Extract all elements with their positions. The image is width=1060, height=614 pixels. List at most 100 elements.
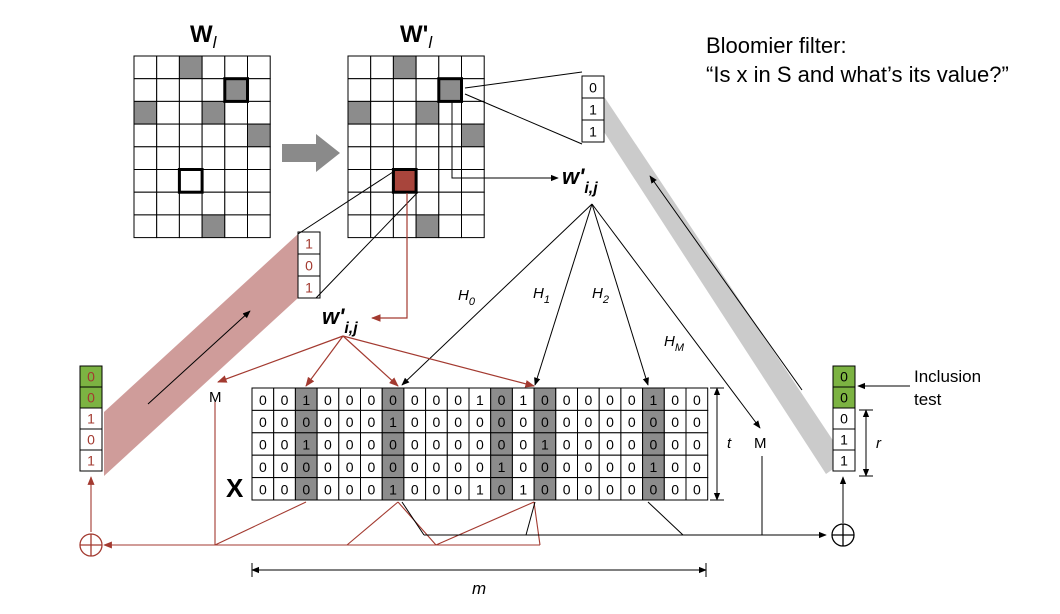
table-x-value: 0 (498, 414, 506, 430)
table-x-value: 0 (671, 414, 679, 430)
hm-label: HM (664, 333, 685, 354)
stack-value: 1 (87, 453, 95, 469)
matrix-cell (415, 55, 440, 80)
matrix-cell (438, 214, 462, 239)
matrix-cell (438, 55, 462, 80)
matrix-cell (156, 169, 180, 193)
stack-value: 0 (87, 369, 95, 385)
w-left-label: Wl (190, 21, 218, 52)
table-x-value: 0 (606, 437, 614, 453)
table-x-value: 0 (367, 481, 375, 497)
table-x-value: 0 (693, 414, 701, 430)
matrix-cell (247, 100, 271, 125)
table-x-value: 0 (346, 459, 354, 475)
title-line-2: “Is x in S and what’s its value?” (706, 62, 1009, 87)
matrix-cell (247, 214, 271, 239)
table-x-value: 0 (411, 481, 419, 497)
r-label: r (876, 435, 882, 452)
table-x-value: 0 (519, 414, 527, 430)
matrix-w-prime (347, 55, 485, 239)
table-x-value: 1 (476, 392, 484, 408)
matrix-cell (392, 55, 417, 80)
matrix-cell (247, 146, 271, 171)
table-x-value: 0 (302, 481, 310, 497)
matrix-cell (461, 123, 485, 148)
inclusion-line-2: test (914, 390, 942, 409)
table-x-value: 0 (650, 414, 658, 430)
matrix-cell (415, 100, 440, 125)
table-x-value: 0 (281, 414, 289, 430)
matrix-cell (461, 55, 485, 80)
table-x-value: 0 (454, 437, 462, 453)
table-x-value: 0 (259, 392, 267, 408)
matrix-cell (247, 169, 271, 193)
table-x-value: 0 (454, 459, 462, 475)
table-x-value: 0 (541, 459, 549, 475)
stack-value: 1 (305, 235, 313, 251)
line-red-to-stack-top (297, 169, 397, 235)
table-x-value: 0 (671, 459, 679, 475)
table-x-value: 0 (281, 459, 289, 475)
table-x-value: 0 (498, 437, 506, 453)
stack-value: 0 (87, 390, 95, 406)
table-x-value: 0 (411, 459, 419, 475)
matrix-cell (224, 55, 249, 80)
matrix-cell (370, 191, 394, 216)
table-x-value: 0 (693, 392, 701, 408)
table-x-value: 0 (324, 414, 332, 430)
matrix-cell (133, 191, 158, 216)
matrix-cell (178, 191, 203, 216)
matrix-cell (156, 78, 180, 102)
table-x-value: 0 (693, 437, 701, 453)
table-x-value: 0 (476, 414, 484, 430)
table-x-value: 0 (433, 437, 441, 453)
matrix-cell (461, 78, 485, 102)
table-x-value: 0 (367, 392, 375, 408)
line-cell-to-stack-top (464, 71, 583, 89)
grey-band (582, 98, 846, 474)
matrix-cell (347, 214, 372, 239)
m-left-label: M (209, 389, 222, 406)
table-x-value: 0 (324, 481, 332, 497)
matrix-cell (133, 146, 158, 171)
table-x-value: 1 (389, 481, 397, 497)
table-x-value: 0 (671, 481, 679, 497)
table-x-value: 0 (584, 437, 592, 453)
table-x-value: 0 (324, 392, 332, 408)
black-xor-lines (401, 456, 847, 539)
matrix-cell (156, 55, 180, 80)
table-x-value: 0 (563, 437, 571, 453)
table-x-value: 0 (389, 459, 397, 475)
table-x-cell (685, 477, 709, 501)
stack-value: 0 (840, 369, 848, 385)
hash-arrows-black (401, 203, 761, 429)
m-label: m (472, 579, 486, 598)
red-xor-lines (87, 402, 541, 549)
table-x-value: 0 (498, 392, 506, 408)
matrix-cell (156, 100, 180, 125)
stack-cell (79, 449, 103, 472)
table-x-value: 0 (519, 437, 527, 453)
table-x-value: 0 (693, 481, 701, 497)
matrix-cell (347, 78, 372, 102)
stack-value: 0 (840, 390, 848, 406)
table-x-value: 0 (693, 459, 701, 475)
stack-mid: 101 (297, 231, 321, 299)
matrix-cell (156, 146, 180, 171)
table-x-value: 0 (519, 459, 527, 475)
w-right-label: W'l (400, 21, 433, 52)
matrix-cell (347, 191, 372, 216)
table-x-value: 0 (389, 392, 397, 408)
table-x-value: 0 (302, 459, 310, 475)
matrix-cell (415, 214, 440, 239)
hash-arrows-red (217, 335, 535, 388)
table-x-value: 0 (367, 437, 375, 453)
table-x-value: 1 (519, 481, 527, 497)
stack-value: 0 (87, 432, 95, 448)
highlight-cell-target (391, 168, 418, 194)
table-x-value: 0 (584, 392, 592, 408)
matrix-cell (461, 191, 485, 216)
table-x-value: 0 (454, 481, 462, 497)
